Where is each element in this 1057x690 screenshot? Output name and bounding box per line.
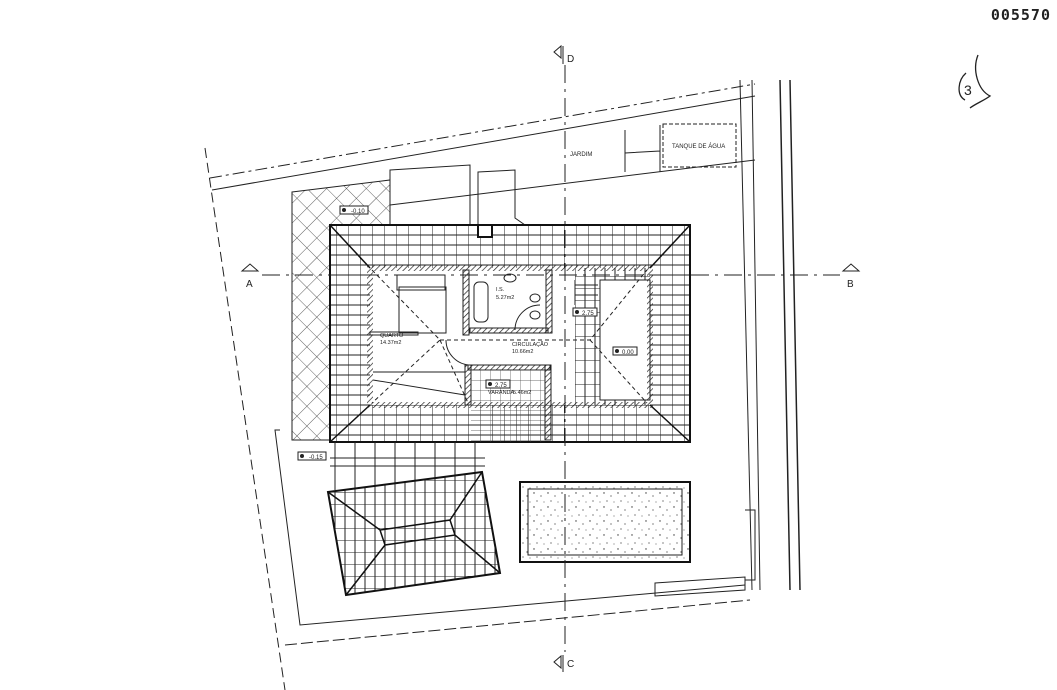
- pool-inner-edge: [527, 488, 683, 556]
- garden-area: [389, 123, 737, 226]
- room-name: I.S.: [496, 287, 505, 293]
- room-area: 5.46m2: [513, 390, 531, 396]
- section-markers: [240, 44, 861, 672]
- water-tank-label: TANQUE DE ÁGUA: [672, 143, 725, 150]
- level-ground: 0.00: [622, 350, 634, 356]
- handwritten-mark: 3: [958, 54, 992, 109]
- level-varanda: 2.75: [495, 383, 507, 389]
- document-number: 005570: [990, 6, 1051, 24]
- level-terrace-bottom: -0.15: [309, 455, 323, 461]
- interior-layout: [369, 269, 648, 442]
- room-name: CIRCULAÇÃO: [512, 341, 549, 348]
- room-area: 10.66m2: [512, 349, 533, 355]
- room-name: VARANDA: [488, 390, 515, 396]
- section-mark-a: A: [246, 279, 253, 290]
- room-area: 5.27m2: [496, 295, 514, 301]
- handwritten-number: 3: [964, 82, 972, 98]
- section-lines: [262, 65, 840, 652]
- section-mark-c: C: [567, 659, 574, 670]
- section-mark-d: D: [567, 54, 574, 65]
- level-stair: 2.75: [582, 311, 594, 317]
- section-mark-b: B: [847, 279, 854, 290]
- garage-roof: [326, 470, 502, 597]
- level-markers: -0.10 -0.15 2.75 2.75 0.00: [297, 205, 638, 461]
- room-name: QUARTO: [380, 333, 404, 339]
- pergola: [330, 442, 485, 490]
- room-labels: QUARTO 14.37m2 I.S. 5.27m2 CIRCULAÇÃO 10…: [380, 287, 549, 396]
- garden-label: JARDIM: [570, 152, 592, 158]
- room-area: 14.37m2: [380, 340, 401, 346]
- pool: [519, 481, 691, 563]
- level-terrace-top: -0.10: [351, 209, 365, 215]
